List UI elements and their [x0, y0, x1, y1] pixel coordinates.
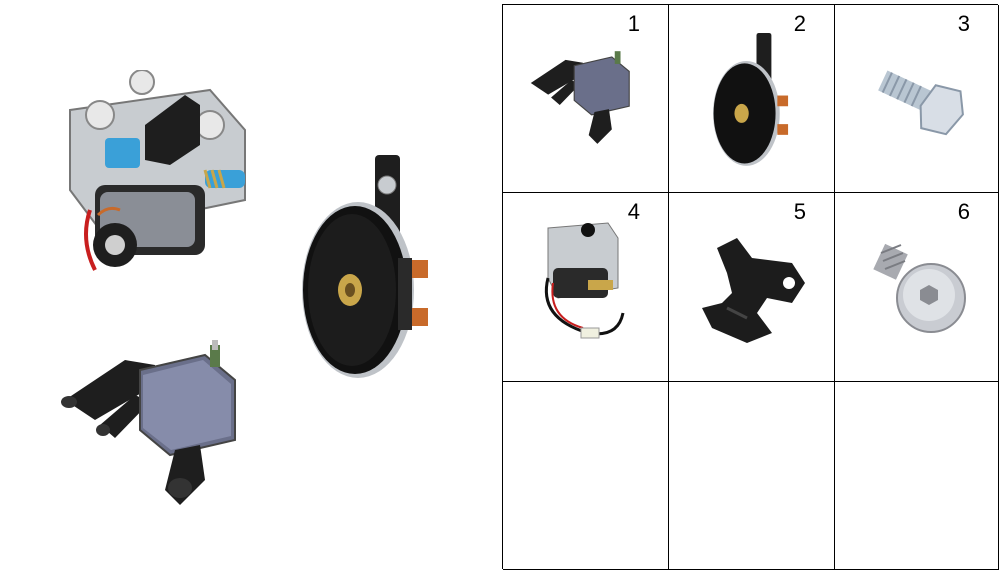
part-number: 1: [627, 11, 640, 36]
grid-cell-3: 3: [835, 5, 999, 193]
parts-grid: 1 2 3 4: [502, 4, 999, 570]
part-number: 5: [793, 199, 806, 224]
grid-cell-6: 6: [835, 193, 999, 382]
solenoid-assembly-icon: [544, 222, 625, 339]
part-number: 2: [793, 11, 806, 36]
part-number: 6: [957, 199, 970, 224]
part-number: 4: [627, 199, 640, 224]
part-number: 3: [957, 11, 970, 36]
grid-cell-5: 5: [669, 193, 835, 382]
horn-icon: [713, 32, 789, 166]
hex-bolt-icon: [878, 70, 964, 136]
solenoid-valve-icon: [530, 51, 630, 144]
grid-cell-empty: [835, 382, 999, 570]
grid-cell-1: 1: [503, 5, 669, 193]
button-head-screw-icon: [873, 243, 966, 333]
solenoid-valve-icon: [61, 340, 236, 505]
grid-cell-empty: [669, 382, 835, 570]
horn-icon: [302, 155, 428, 378]
grid-cell-empty: [503, 382, 669, 570]
clip-bracket-icon: [702, 238, 805, 343]
grid-cell-2: 2: [669, 5, 835, 193]
solenoid-assembly-icon: [69, 70, 246, 271]
exploded-view: [61, 70, 428, 505]
grid-cell-4: 4: [503, 193, 669, 382]
